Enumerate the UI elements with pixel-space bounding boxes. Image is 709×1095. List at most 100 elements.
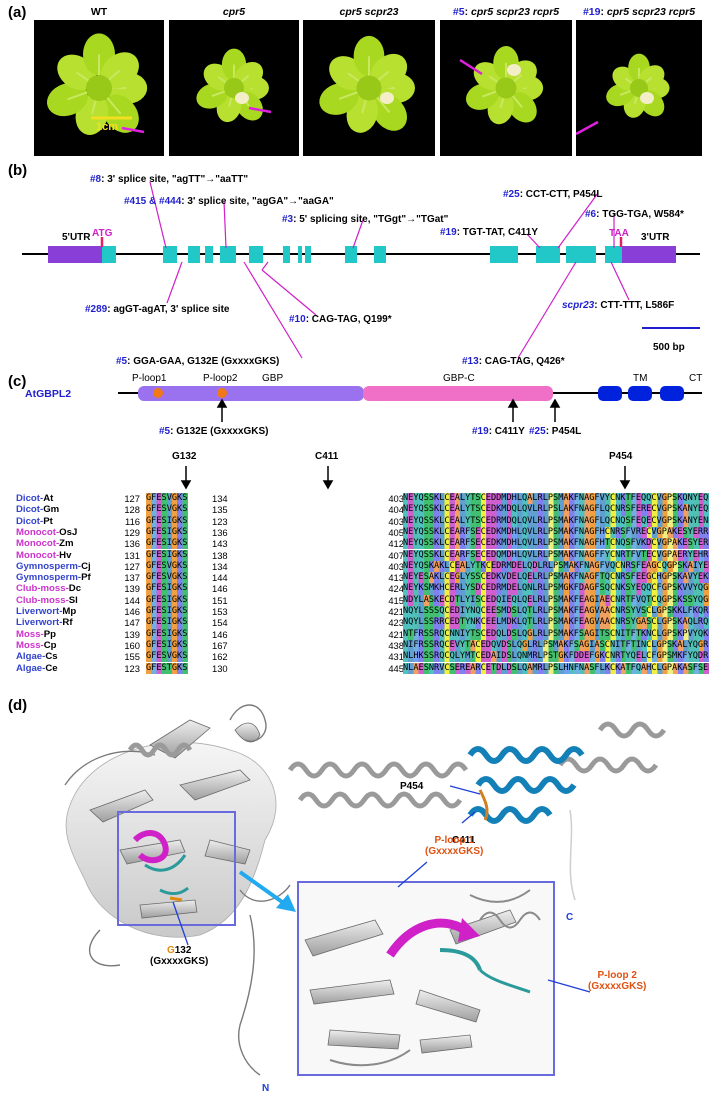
sequence-row: GFESIGKS [146, 606, 188, 618]
seq-position: 144 [124, 594, 140, 606]
p454-label: P454 [400, 781, 424, 792]
seq-position: 412 [388, 538, 404, 550]
sequence-row: GFESIGKS [146, 526, 188, 539]
seq-position: 137 [124, 572, 140, 584]
seq-position: 146 [212, 628, 228, 640]
scale-bar-label: 1cm [96, 121, 119, 133]
seq-position: 127 [124, 560, 140, 572]
top-mutation-annotation: #19: TGT-TAT, C411Y [440, 227, 538, 238]
bottom-mutation-annotation: #289: agGT-agAT, 3' splice site [85, 304, 230, 315]
sequence-row: GFESIGKS [146, 594, 188, 606]
species-label: Algae-Cs [16, 651, 58, 663]
utr5-box [48, 246, 102, 263]
seq-position: 127 [124, 493, 140, 504]
taa-label: TAA [609, 228, 629, 239]
gbp-label: GBP [262, 373, 283, 384]
sequence-row: GFESIGKS [146, 639, 188, 652]
seq-position: 146 [212, 583, 228, 595]
species-label: Algae-Ce [16, 662, 58, 674]
photo-title: cpr5 [222, 6, 246, 18]
top-mutation-annotation: #6: TGG-TGA, W584* [585, 209, 684, 220]
species-label: Liverwort-Rf [16, 617, 73, 629]
c-mut-5: #5: G132E (GxxxxGKS) [159, 426, 269, 437]
plant-photo [575, 20, 702, 156]
c-mut-19: #19: C411Y [472, 426, 525, 437]
sequence-row: NQYLSSSQCEDIYNQCEESMDSLQTLRLPSMAKFEAGVAA… [403, 606, 709, 618]
top-mutation-annotation: #415 & #444: 3' splice site, "agGA"→"aaG… [124, 196, 334, 207]
tm-label: TM [633, 373, 647, 384]
utr3-label: 3'UTR [641, 232, 670, 243]
sequence-row: NEYQSSKLCEALYTSCEDKMDQLQVLRLPSLAKFNAGFLQ… [403, 504, 709, 516]
sequence-row: NEYQSKAKLCEALYTKCEDRMDELQDLRLPSMAKFNAGFV… [403, 560, 709, 573]
seq-position: 431 [388, 651, 404, 663]
seq-position: 403 [388, 560, 404, 572]
seq-position: 136 [124, 538, 140, 550]
sequence-row: NEYQSSKLCEALYTSCEDDMDHLQALRLPSMAKFNAGFVY… [403, 493, 709, 505]
ploop2-annotation: P-loop 2(GxxxxGKS) [588, 970, 647, 992]
site-arrows [180, 466, 631, 490]
sequence-row: GFESVGKS [146, 572, 188, 584]
seq-position: 167 [212, 639, 228, 651]
sequence-row: GFESVGKS [146, 504, 188, 516]
utr3-box [622, 246, 676, 263]
seq-position: 155 [124, 651, 140, 663]
seq-position: 421 [388, 606, 404, 617]
bottom-mutation-annotation: #10: CAG-TAG, Q199* [289, 314, 392, 325]
sequence-row: GFESVGKS [146, 493, 188, 505]
seq-position: 143 [212, 538, 228, 550]
seq-position: 139 [124, 583, 140, 595]
gbpc-label: GBP-C [443, 373, 475, 384]
sequence-row: GFESIGKS [146, 583, 188, 595]
sequence-row: NEYQSSKLCEARFSECEDKMDHLQVLRLPSMAKFNAGFHT… [403, 538, 709, 550]
mutation-pointer-lines [149, 181, 630, 359]
sequence-row: GFESIGKS [146, 628, 188, 640]
seq-position: 147 [124, 617, 140, 629]
species-label: Monocot-OsJ [16, 526, 78, 538]
seq-position: 135 [212, 504, 228, 516]
atg-label: ATG [92, 228, 113, 239]
seq-position: 404 [388, 504, 404, 516]
seq-position: 445 [388, 662, 404, 674]
seq-position: 415 [388, 594, 404, 606]
seq-position: 407 [388, 549, 404, 561]
seq-position: 413 [388, 572, 404, 584]
seq-position: 403 [388, 493, 404, 504]
photo-title: #5: cpr5 scpr23 rcpr5 [452, 6, 560, 18]
sequence-row: NLAESNRVCSEREARCETDLDSLQAMRLPSLHNFNASFLK… [403, 662, 709, 674]
seq-position: 134 [212, 493, 228, 504]
exons [102, 246, 622, 263]
ct-label: CT [689, 373, 702, 384]
seq-position: 129 [124, 526, 140, 538]
species-label: Dicot-Pt [16, 515, 53, 527]
sequence-row: NEYKSMKHCERLYSDCEDRMDELQNLRLPSMGKFDAGFSQ… [403, 583, 709, 595]
top-mutation-annotation: #25: CCT-CTT, P454L [503, 189, 603, 200]
seq-position: 424 [388, 583, 404, 595]
sequence-row: NEYQSSKLCEALYTSCEDRMDQLQVLRLPSMAKFNAGFLQ… [403, 515, 709, 527]
seq-position: 136 [212, 526, 228, 538]
c-terminus-label: C [566, 912, 573, 923]
species-label: Gymnosperm-Pf [16, 572, 91, 584]
ploop2-label: P-loop2 [203, 373, 238, 384]
ploop1-label: P-loop1 [132, 373, 167, 384]
gbp-domain [138, 386, 364, 401]
seq-position: 116 [125, 515, 140, 527]
sequence-row: GFESVGKS [146, 560, 188, 573]
sequence-row: NEYQSSKLCEARFSECEDQMDHLQVLRLPSMAKFNAGFFY… [403, 549, 709, 561]
sequence-row: NEYQSSKLCEARFSECEDKMDHLQVLRLPSMAKFNAGFHC… [403, 526, 709, 539]
bottom-mutation-annotation: scpr23: CTT-TTT, L586F [562, 300, 675, 311]
seq-position: 403 [388, 515, 404, 527]
photo-title: cpr5 scpr23 [339, 6, 399, 18]
sequence-row: NEYESAKLCEGLYSSCEDKVDELQELRLPSMAKFNAGFTQ… [403, 572, 709, 584]
sequence-row: NTFRSSRQCNNIYTSCEDQLDSLQGLRLPSMAKFSAGITS… [403, 628, 709, 640]
seq-position: 160 [124, 639, 140, 651]
sequence-row: NQYLSSRRCEDTYNKCEELMDKLQTLRLPSMAKFEAGVAA… [403, 617, 709, 629]
seq-position: 134 [212, 560, 228, 572]
panel-b-label: (b) [8, 162, 28, 179]
sequence-row: GFESTGKS [146, 662, 188, 674]
seq-position: 162 [212, 651, 228, 663]
plant-photo [303, 20, 435, 156]
seq-position: 154 [212, 617, 228, 629]
site-c411: C411 [315, 451, 339, 462]
species-label: Club-moss-Sl [16, 594, 78, 606]
species-label: Dicot-Gm [16, 504, 60, 516]
